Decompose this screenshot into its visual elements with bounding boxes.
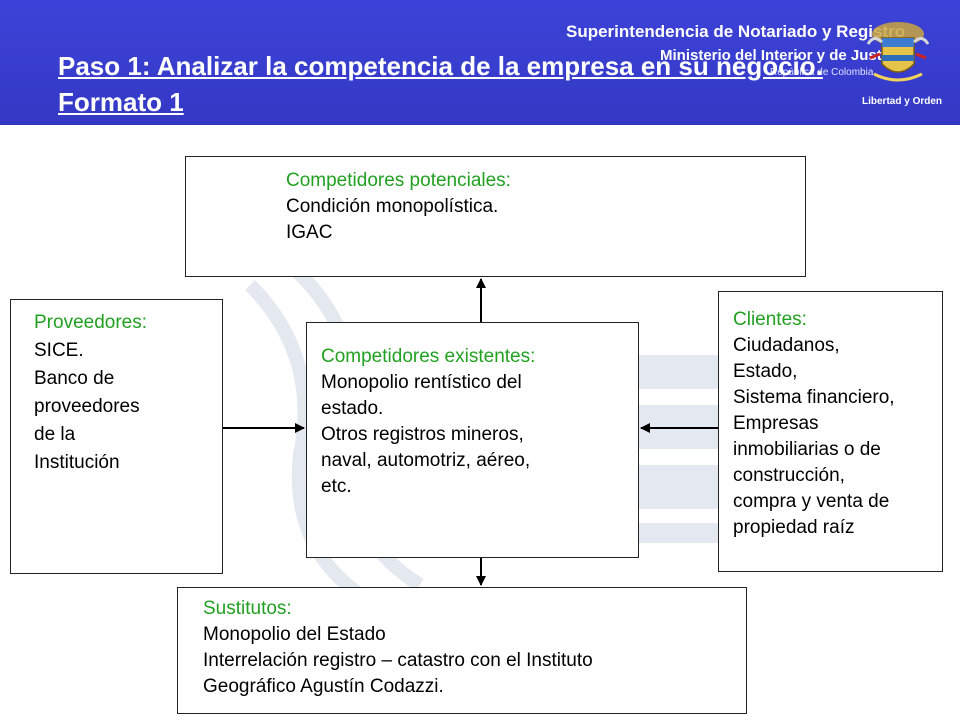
suppliers-line: proveedores <box>34 396 140 417</box>
clients-box: Clientes: Ciudadanos, Estado, Sistema fi… <box>718 291 943 572</box>
clients-label: Clientes: <box>733 309 807 330</box>
suppliers-box: Proveedores: SICE. Banco de proveedores … <box>10 299 223 574</box>
ministry-name: Ministerio del Interior y de Justicia <box>660 47 907 64</box>
substitutes-line: Geográfico Agustín Codazzi. <box>203 676 444 697</box>
existing-competitors-line: estado. <box>321 398 384 419</box>
existing-competitors-box: Competidores existentes: Monopolio rentí… <box>306 322 639 558</box>
clients-line: construcción, <box>733 465 845 486</box>
substitutes-box: Sustitutos: Monopolio del Estado Interre… <box>177 587 747 714</box>
potential-competitors-label: Competidores potenciales: <box>286 170 511 191</box>
motto: Libertad y Orden <box>862 96 943 107</box>
clients-line: Ciudadanos, <box>733 335 840 356</box>
existing-competitors-line: naval, automotriz, aéreo, <box>321 450 531 471</box>
potential-competitors-line: Condición monopolística. <box>286 196 499 217</box>
clients-line: Sistema financiero, <box>733 387 895 408</box>
existing-competitors-line: etc. <box>321 476 352 497</box>
clients-line: propiedad raíz <box>733 517 855 538</box>
coat-of-arms-icon <box>866 22 930 82</box>
country-name: República de Colombia <box>770 67 874 78</box>
suppliers-line: Banco de <box>34 368 115 389</box>
potential-competitors-line: IGAC <box>286 222 333 243</box>
clients-line: inmobiliarias o de <box>733 439 881 460</box>
existing-competitors-label: Competidores existentes: <box>321 346 536 367</box>
suppliers-label: Proveedores: <box>34 312 148 333</box>
substitutes-label: Sustitutos: <box>203 598 292 619</box>
header-banner: Superintendencia de Notariado y Registro… <box>0 0 960 125</box>
clients-line: Estado, <box>733 361 798 382</box>
substitutes-line: Monopolio del Estado <box>203 624 386 645</box>
page-title: Paso 1: Analizar la competencia de la em… <box>58 51 823 117</box>
clients-line: compra y venta de <box>733 491 890 512</box>
substitutes-line: Interrelación registro – catastro con el… <box>203 650 593 671</box>
clients-line: Empresas <box>733 413 819 434</box>
suppliers-line: SICE. <box>34 340 84 361</box>
existing-competitors-line: Otros registros mineros, <box>321 424 524 445</box>
org-name: Superintendencia de Notariado y Registro <box>566 22 906 41</box>
potential-competitors-box: Competidores potenciales: Condición mono… <box>185 156 806 277</box>
suppliers-line: de la <box>34 424 76 445</box>
existing-competitors-line: Monopolio rentístico del <box>321 372 522 393</box>
suppliers-line: Institución <box>34 452 120 473</box>
